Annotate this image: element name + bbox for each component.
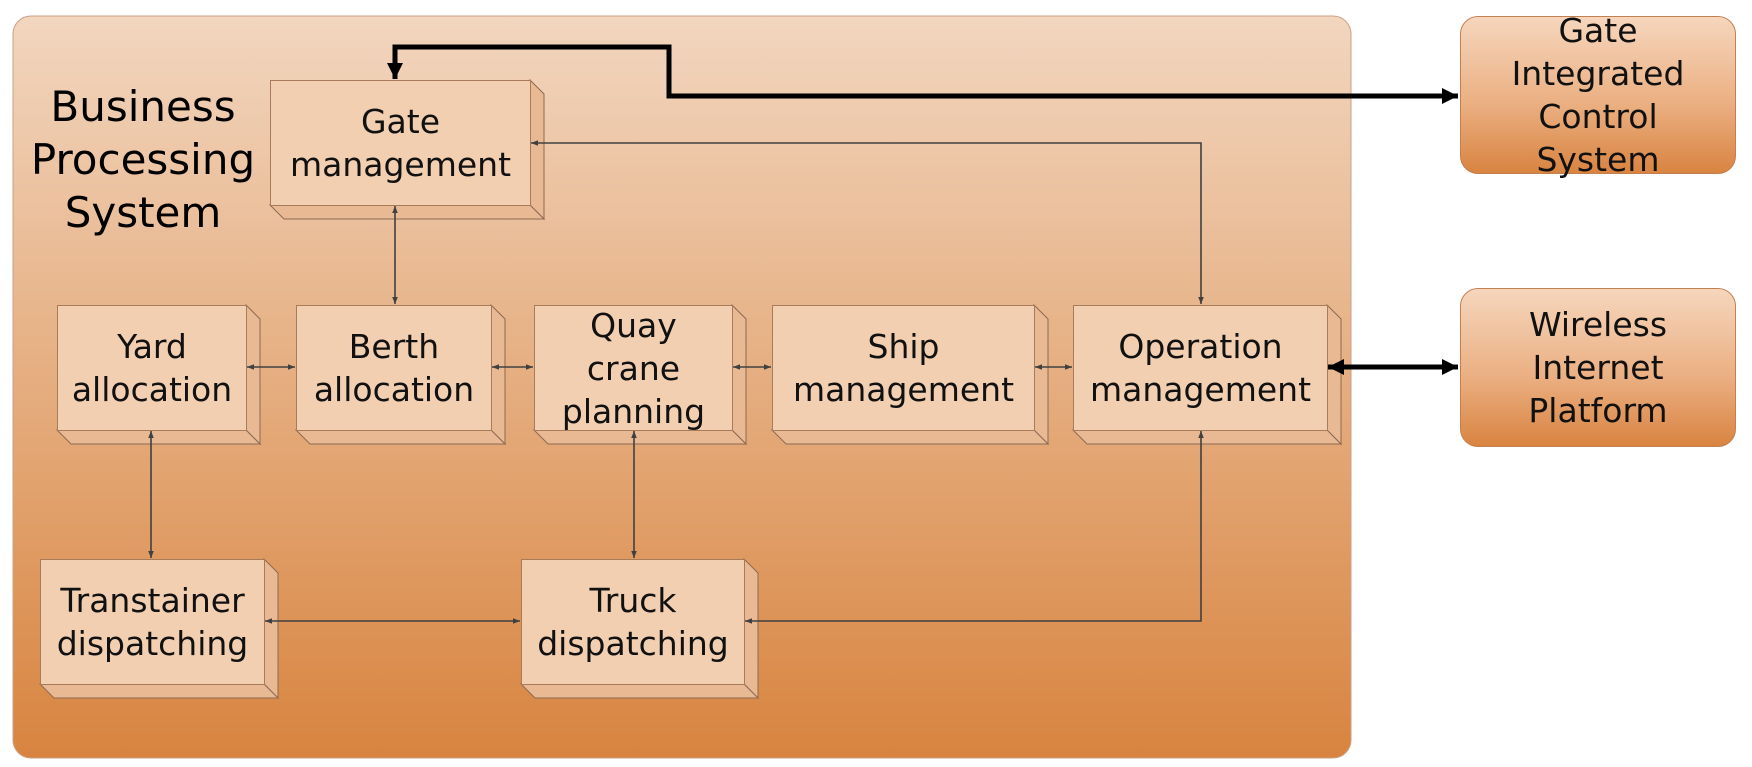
gate-integrated-control-system-box[interactable]: Gate Integrated Control System [1460,11,1736,179]
ship-management-box[interactable]: Ship management [772,305,1035,431]
gate-management-box[interactable]: Gate management [270,80,531,206]
external-connectors [387,44,1458,375]
box-depth-faces [38,78,1343,700]
connector-gate-operation [531,140,1204,304]
connector-operation-truck [745,431,1204,624]
yard-allocation-box[interactable]: Yard allocation [57,305,247,431]
truck-dispatching-box[interactable]: Truck dispatching [521,559,745,685]
quay-crane-planning-box[interactable]: Quay crane planning [534,305,733,431]
transtainer-dispatching-box[interactable]: Transtainer dispatching [40,559,265,685]
wireless-internet-platform-box[interactable]: Wireless Internet Platform [1460,288,1736,447]
berth-allocation-box[interactable]: Berth allocation [296,305,492,431]
operation-management-box[interactable]: Operation management [1073,305,1328,431]
connector-gate-to-gate-control [387,44,1458,104]
panel-title: Business Processing System [30,82,256,237]
internal-connectors [148,140,1204,624]
